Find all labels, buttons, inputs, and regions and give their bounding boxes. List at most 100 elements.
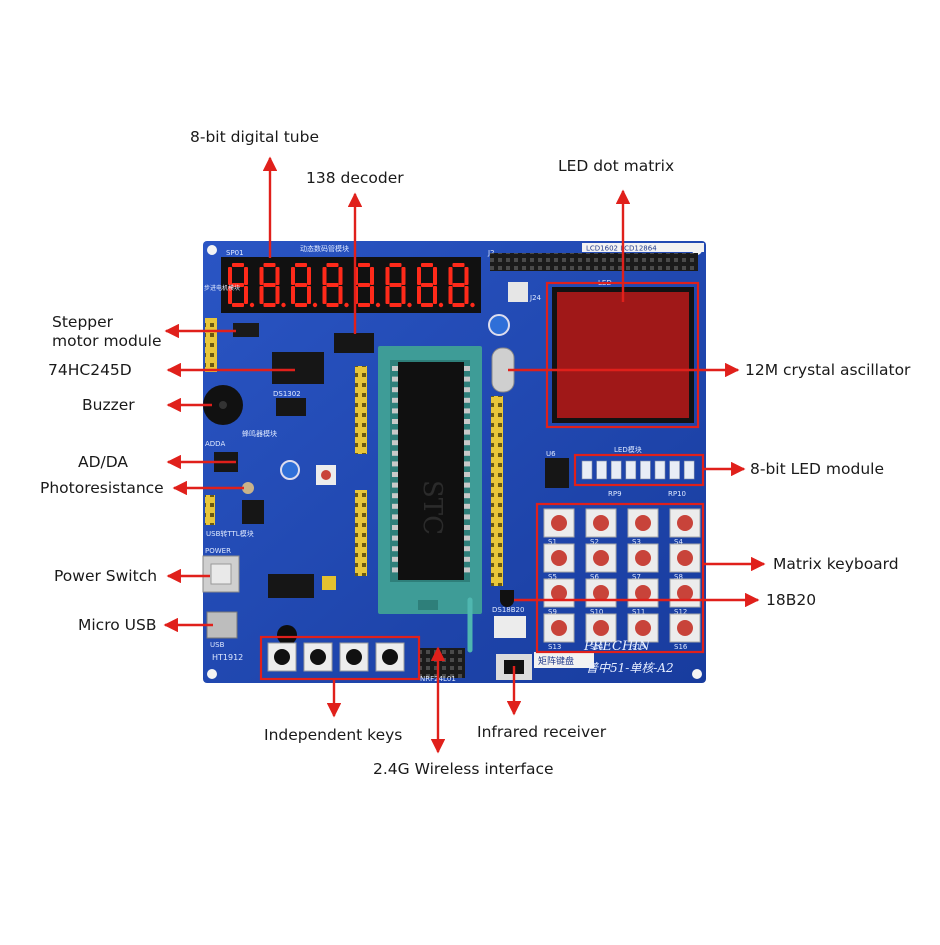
chip-marking: STC: [417, 480, 447, 535]
led-indicator: [640, 460, 651, 480]
matrix-key: S10: [585, 578, 617, 616]
led-indicator: [669, 460, 680, 480]
matrix-key: S9: [543, 578, 575, 616]
key-label: S1: [548, 538, 557, 546]
key-label: S11: [632, 608, 645, 616]
matrix-key: S8: [669, 543, 701, 581]
ic-74hc245d: [272, 352, 324, 384]
lcd-header-label-bg: [582, 243, 704, 252]
potentiometer: [280, 460, 300, 480]
ic-misc: [268, 574, 314, 598]
matrix-key: S5: [543, 543, 575, 581]
callout-arrows: [163, 156, 766, 754]
label-infrared: Infrared receiver: [477, 723, 607, 741]
side-header: [205, 495, 215, 525]
highlight-matrix-keyboard: [535, 502, 705, 654]
led-indicator: [596, 460, 607, 480]
silk-power: POWER: [205, 547, 231, 555]
small-component: [322, 576, 336, 590]
label-stepper-line1: Stepper: [52, 313, 114, 331]
matrix-label-bg: [534, 652, 594, 668]
independent-key: [375, 642, 405, 672]
digit-8: [448, 263, 475, 308]
photoresistor: [242, 482, 254, 494]
led-indicator: [581, 460, 593, 480]
silk-brand: PRECHIN: [583, 639, 650, 654]
nrf-header: [419, 648, 465, 678]
independent-key: [303, 642, 333, 672]
mount-hole: [207, 669, 217, 679]
label-wireless: 2.4G Wireless interface: [373, 760, 554, 778]
key-label: S13: [548, 643, 561, 651]
ic-ds1302: [276, 398, 306, 416]
io-header: [355, 366, 367, 454]
label-crystal: 12M crystal ascillator: [745, 361, 911, 379]
key-label: S15: [632, 643, 645, 651]
silk-buzzer-block: 蜂鸣器模块: [242, 429, 277, 438]
digit-3: [291, 263, 318, 308]
silk-usb-ttl: USB转TTL模块: [206, 529, 254, 538]
independent-key: [339, 642, 369, 672]
led-indicator: [654, 460, 666, 480]
key-label: S3: [632, 538, 641, 546]
silk-rp9: RP9: [608, 490, 622, 498]
label-18b20: 18B20: [766, 591, 817, 609]
label-independent-keys: Independent keys: [264, 726, 403, 744]
matrix-key: S16: [669, 613, 701, 651]
io-header: [491, 396, 503, 506]
key-label: S8: [674, 573, 683, 581]
silk-u6: U6: [546, 450, 556, 458]
highlight-led-module: [573, 453, 705, 487]
key-label: S12: [674, 608, 687, 616]
silk-adda: ADDA: [205, 440, 225, 448]
matrix-key: S6: [585, 543, 617, 581]
ic-stepper-driver: [233, 323, 259, 337]
matrix-key: S3: [627, 508, 659, 546]
independent-keys-group: [267, 642, 405, 672]
silk-usb: USB: [210, 641, 225, 649]
key-label: S5: [548, 573, 557, 581]
matrix-key: S11: [627, 578, 659, 616]
silk-ds18b20: DS18B20: [492, 606, 524, 614]
key-label: S6: [590, 573, 599, 581]
key-label: S4: [674, 538, 683, 546]
silk-led-block: LED模块: [614, 445, 642, 454]
matrix-key: S4: [669, 508, 701, 546]
silk-ds1302: DS1302: [273, 390, 301, 398]
digit-4: [322, 263, 349, 308]
digit-2: [259, 263, 286, 308]
silk-lcd-header: LCD1602 LCD12864: [586, 245, 657, 253]
digit-6: [385, 263, 412, 308]
mount-hole: [207, 245, 217, 255]
io-header: [355, 490, 367, 576]
mcu-zif-socket: STC: [378, 346, 482, 653]
lcd-contrast-pot: [488, 314, 510, 336]
digit-7: [417, 263, 444, 308]
key-label: S2: [590, 538, 599, 546]
key-label: S14: [590, 643, 604, 651]
silk-stepper-cn: 步进电机模块: [204, 284, 240, 292]
silk-j24: J24: [529, 294, 542, 302]
matrix-key: S2: [585, 508, 617, 546]
ds18b20-sensor: [500, 590, 514, 607]
led-indicator: [683, 460, 695, 480]
label-matrix-keyboard: Matrix keyboard: [773, 555, 899, 573]
ic-u6: [545, 458, 569, 488]
silk-matrix-key-title: 矩阵键盘: [538, 655, 574, 667]
key-label: S10: [590, 608, 603, 616]
silk-segment-title: 动态数码管模块: [300, 244, 349, 253]
label-adda: AD/DA: [78, 453, 129, 471]
silk-model: 普中51-单核-A2: [586, 661, 674, 675]
lcd-pin-header: [490, 253, 698, 271]
io-header: [491, 504, 503, 586]
highlight-boxes: [259, 281, 705, 681]
matrix-key: S15: [627, 613, 659, 651]
independent-key: [267, 642, 297, 672]
matrix-key: S13: [543, 613, 575, 651]
digit-1: [228, 263, 255, 308]
capacitor: [277, 625, 297, 645]
led-dot-matrix-component: LED: [552, 279, 694, 423]
